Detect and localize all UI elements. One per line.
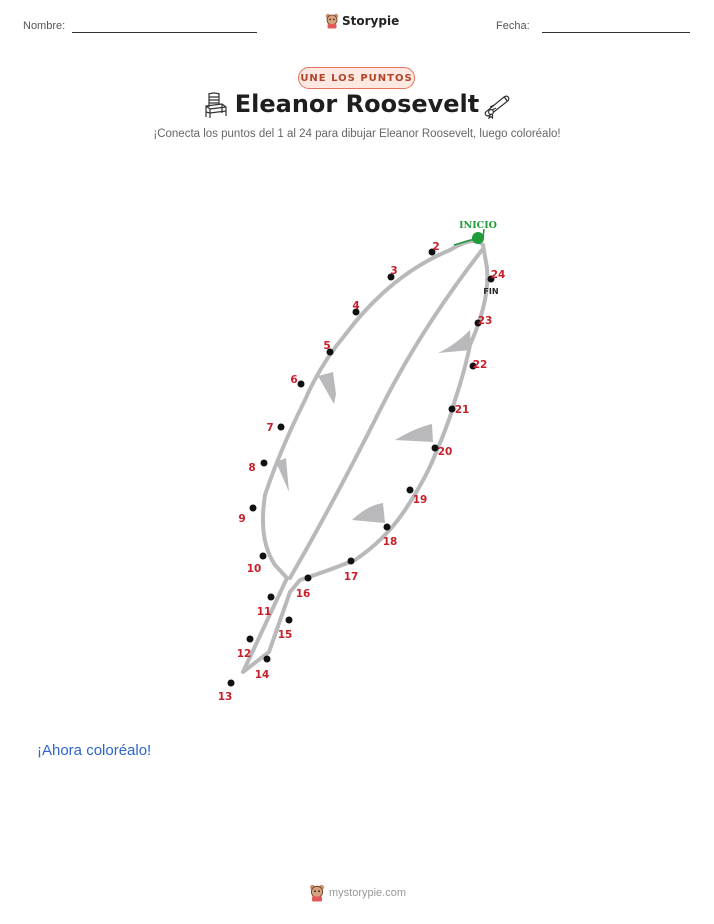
dot-11 bbox=[267, 593, 275, 601]
dot-number-16: 16 bbox=[296, 588, 311, 600]
page-title: Eleanor Roosevelt bbox=[234, 90, 480, 118]
dot-number-6: 6 bbox=[290, 374, 297, 386]
dot-18 bbox=[383, 523, 391, 531]
instructions-text: ¡Conecta los puntos del 1 al 24 para dib… bbox=[153, 128, 561, 140]
dot-8 bbox=[260, 459, 268, 467]
dot-number-13: 13 bbox=[218, 691, 233, 703]
activity-badge: UNE LOS PUNTOS bbox=[298, 67, 415, 89]
dot-number-7: 7 bbox=[266, 422, 273, 434]
dot-number-18: 18 bbox=[383, 536, 398, 548]
dot-12 bbox=[246, 635, 254, 643]
brand-name: Storypie bbox=[342, 14, 400, 28]
dot-number-2: 2 bbox=[432, 241, 439, 253]
dot-24 bbox=[487, 275, 495, 283]
footer-site: mystorypie.com bbox=[329, 887, 407, 899]
dot-number-21: 21 bbox=[455, 404, 470, 416]
dot-number-8: 8 bbox=[248, 462, 255, 474]
dot-number-14: 14 bbox=[255, 669, 270, 681]
diploma-icon bbox=[484, 95, 510, 119]
dot-4 bbox=[352, 308, 360, 316]
dot-3 bbox=[387, 273, 395, 281]
dot-21 bbox=[448, 405, 456, 413]
color-prompt: ¡Ahora coloréalo! bbox=[37, 742, 152, 759]
dot-5 bbox=[326, 348, 334, 356]
end-label: FIN bbox=[483, 287, 498, 296]
feather-outline bbox=[241, 239, 490, 674]
dot-number-17: 17 bbox=[344, 571, 359, 583]
dot-number-24: 24 bbox=[491, 269, 506, 281]
dot-14 bbox=[263, 655, 271, 663]
dot-20 bbox=[431, 444, 439, 452]
name-field[interactable] bbox=[72, 32, 257, 33]
footer: mystorypie.com bbox=[309, 884, 406, 902]
dot-23 bbox=[474, 319, 482, 327]
dot-number-11: 11 bbox=[257, 606, 272, 618]
feather-barbs bbox=[276, 330, 471, 523]
brand-logo: Storypie bbox=[325, 13, 399, 29]
dot-number-23: 23 bbox=[478, 315, 493, 327]
bear-mascot-icon bbox=[325, 13, 339, 29]
dot-number-10: 10 bbox=[247, 563, 262, 575]
dot-15 bbox=[285, 616, 293, 624]
start-marker: INICIO bbox=[453, 220, 497, 246]
dot-6 bbox=[297, 380, 305, 388]
name-label: Nombre: bbox=[23, 20, 66, 32]
dot-number-22: 22 bbox=[473, 359, 488, 371]
dot-number-19: 19 bbox=[413, 494, 428, 506]
dot-22 bbox=[469, 362, 477, 370]
dot-number-9: 9 bbox=[238, 513, 245, 525]
dot-13 bbox=[227, 679, 235, 687]
start-label: INICIO bbox=[459, 220, 497, 231]
dot-16 bbox=[304, 574, 312, 582]
date-label: Fecha: bbox=[496, 20, 530, 32]
bear-mascot-icon bbox=[310, 884, 324, 902]
dot-10 bbox=[259, 552, 267, 560]
dot-7 bbox=[277, 423, 285, 431]
dot-9 bbox=[249, 504, 257, 512]
dot-number-3: 3 bbox=[390, 265, 397, 277]
dot-number-4: 4 bbox=[352, 300, 359, 312]
chair-icon bbox=[205, 92, 227, 118]
dot-2 bbox=[428, 248, 436, 256]
dot-number-20: 20 bbox=[438, 446, 453, 458]
dot-number-12: 12 bbox=[237, 648, 252, 660]
date-field[interactable] bbox=[542, 32, 690, 33]
dot-17 bbox=[347, 557, 355, 565]
dot-number-15: 15 bbox=[278, 629, 293, 641]
dot-19 bbox=[406, 486, 414, 494]
dot-number-5: 5 bbox=[323, 340, 330, 352]
